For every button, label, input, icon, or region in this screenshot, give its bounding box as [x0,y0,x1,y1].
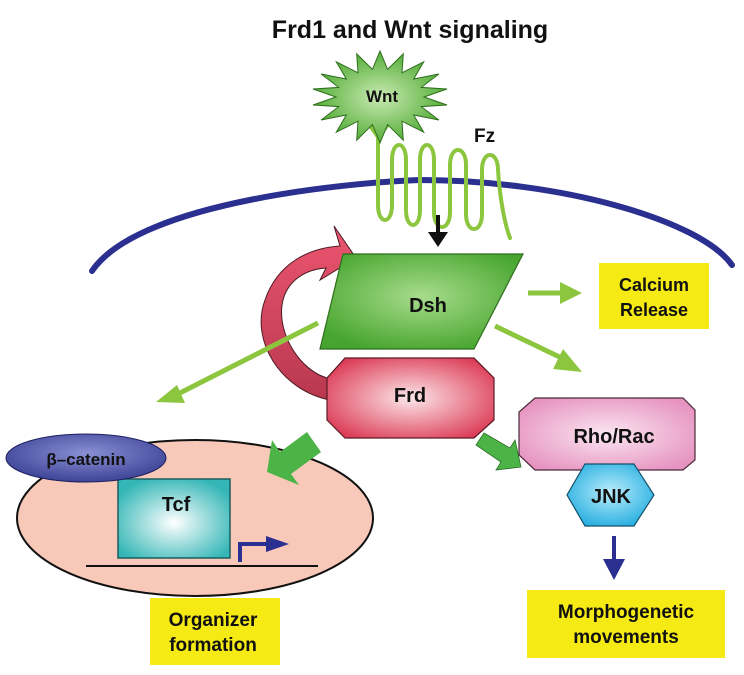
dsh-to-nucleus-arrow [156,320,320,403]
organizer-formation-outcome: Organizer formation [150,598,280,665]
tcf-label: Tcf [162,494,191,516]
frd-label: Frd [394,385,426,407]
calcium-release-outcome: Calcium Release [599,263,709,329]
fz-to-dsh-arrow [428,215,448,247]
fz-label: Fz [474,126,495,147]
rho-rac-label: Rho/Rac [573,426,654,448]
beta-catenin-node [5,433,167,483]
beta-catenin-label: β–catenin [46,450,125,469]
jnk-label: JNK [591,486,632,508]
morphogenetic-movements-outcome: Morphogenetic movements [527,590,725,658]
calcium-line-1: Calcium [619,275,689,295]
diagram-title: Frd1 and Wnt signaling [272,16,548,44]
wnt-ligand-star [312,49,448,145]
dsh-to-calcium-arrow [528,282,582,304]
frd-to-nucleus-arrow [267,432,321,485]
fz-receptor [376,133,512,240]
organizer-line-1: Organizer [169,610,258,631]
morpho-line-2: movements [573,627,679,648]
jnk-node [566,463,655,527]
dsh-node [319,253,524,350]
morpho-line-1: Morphogenetic [558,602,695,623]
frd-feedback-curved-arrow [260,225,357,401]
dsh-to-rhorac-arrow [493,323,582,372]
transcription-start-arrow [238,536,289,562]
frd-to-rhorac-arrow [475,432,522,471]
rho-rac-node [518,397,696,471]
tcf-node [117,478,231,559]
dsh-label: Dsh [409,295,447,317]
jnk-to-morpho-arrow [603,536,625,580]
organizer-line-2: formation [169,635,257,656]
calcium-line-2: Release [620,300,688,320]
wnt-label: Wnt [366,87,398,106]
frd-node [326,357,495,439]
